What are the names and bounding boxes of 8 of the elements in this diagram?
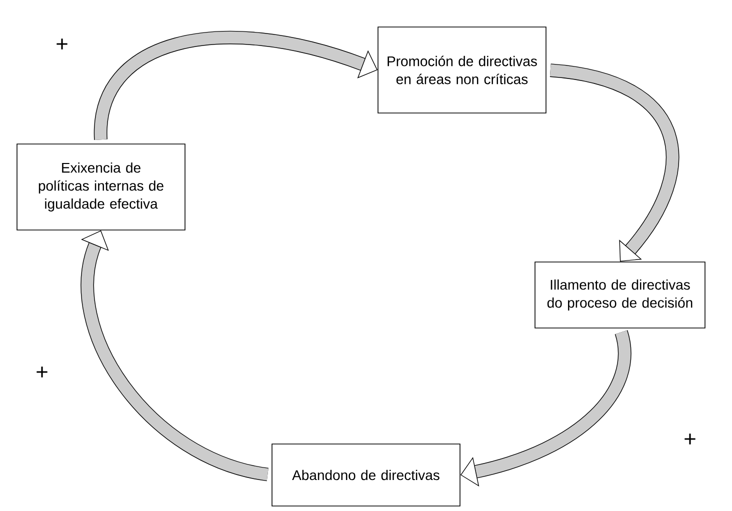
text-box: Abandono de directivas bbox=[272, 444, 460, 506]
plus-sign: + bbox=[684, 434, 696, 444]
text-box: Promoción de directivas en áreas non críticas bbox=[378, 26, 546, 114]
plus-sign: + bbox=[36, 366, 48, 378]
plus-sign: + bbox=[56, 38, 68, 50]
curved-arrow bbox=[550, 64, 679, 262]
text-box: Illamento de directivas do proceso de decisión bbox=[534, 262, 706, 328]
text-box: Exixencia de políticas internas de igualdade efectiva bbox=[16, 144, 186, 230]
